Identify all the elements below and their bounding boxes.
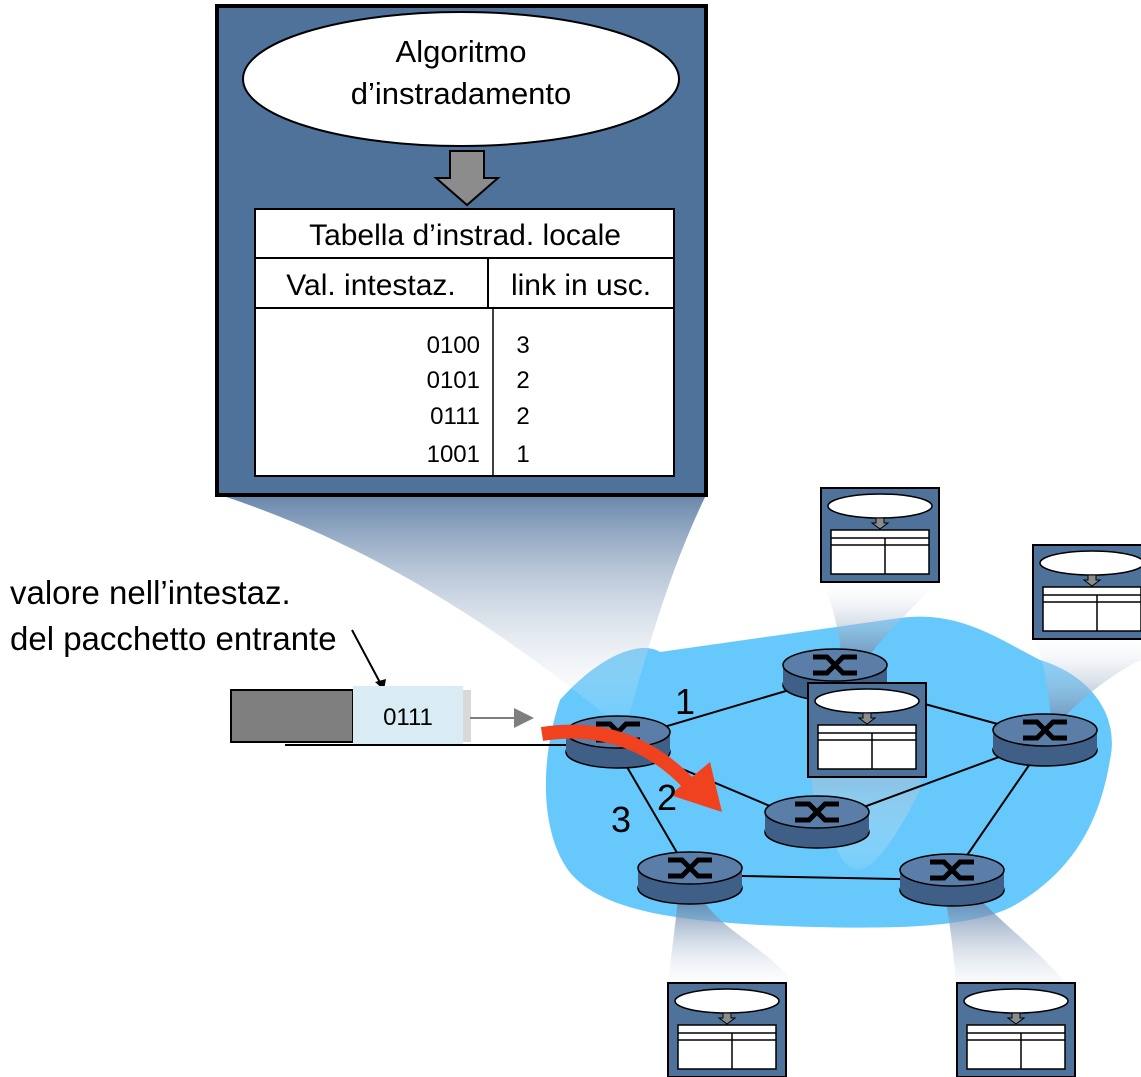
- link-label-3: 3: [611, 799, 631, 840]
- algorithm-label-line1: Algoritmo: [396, 34, 527, 69]
- router-icon: [992, 713, 1098, 767]
- table-cell-link: 1: [516, 441, 529, 468]
- routing-algorithm-oval: [242, 11, 680, 147]
- table-header-value: Val. intestaz.: [286, 269, 456, 302]
- annotation-pointer: [351, 629, 385, 691]
- router-right-beam: [1035, 636, 1141, 730]
- routing-table: Tabella d’instrad. locale Val. intestaz.…: [254, 208, 675, 477]
- router-icon: [764, 795, 870, 849]
- table-cell-link: 2: [516, 403, 529, 430]
- table-cell-value: 0101: [427, 367, 480, 394]
- annotation-line2: del pacchetto entrante: [10, 620, 337, 657]
- mini-routing-box: [820, 487, 940, 583]
- packet-header-value: 0111: [383, 704, 433, 731]
- table-cell-link: 2: [516, 367, 529, 394]
- mini-routing-box: [667, 982, 787, 1077]
- mini-routing-box: [956, 982, 1076, 1077]
- annotation-line1: valore nell’intestaz.: [10, 574, 291, 611]
- router-top-beam: [823, 582, 938, 665]
- mini-routing-box: [1032, 544, 1141, 640]
- table-title: Tabella d’instrad. locale: [309, 219, 621, 252]
- router-bottom-right-beam: [945, 895, 1070, 1000]
- link-label-1: 1: [675, 681, 695, 722]
- router-icon: [637, 851, 743, 905]
- table-cell-value: 0100: [427, 332, 480, 359]
- link-label-2: 2: [657, 777, 677, 818]
- down-arrow-icon: [433, 150, 501, 207]
- incoming-packet: 0111: [230, 686, 534, 744]
- table-cell-value: 0111: [430, 403, 480, 430]
- router-icon: [899, 853, 1005, 907]
- forwarding-arrow-icon: [540, 724, 722, 812]
- main-router-beam: [220, 495, 706, 730]
- mini-routing-box: [807, 682, 927, 778]
- algorithm-label-line2: d’instradamento: [351, 76, 572, 111]
- table-cell-link: 3: [516, 332, 529, 359]
- router-bottom-left-beam: [668, 898, 790, 990]
- table-header-link: link in usc.: [511, 269, 651, 302]
- table-cell-value: 1001: [427, 441, 480, 468]
